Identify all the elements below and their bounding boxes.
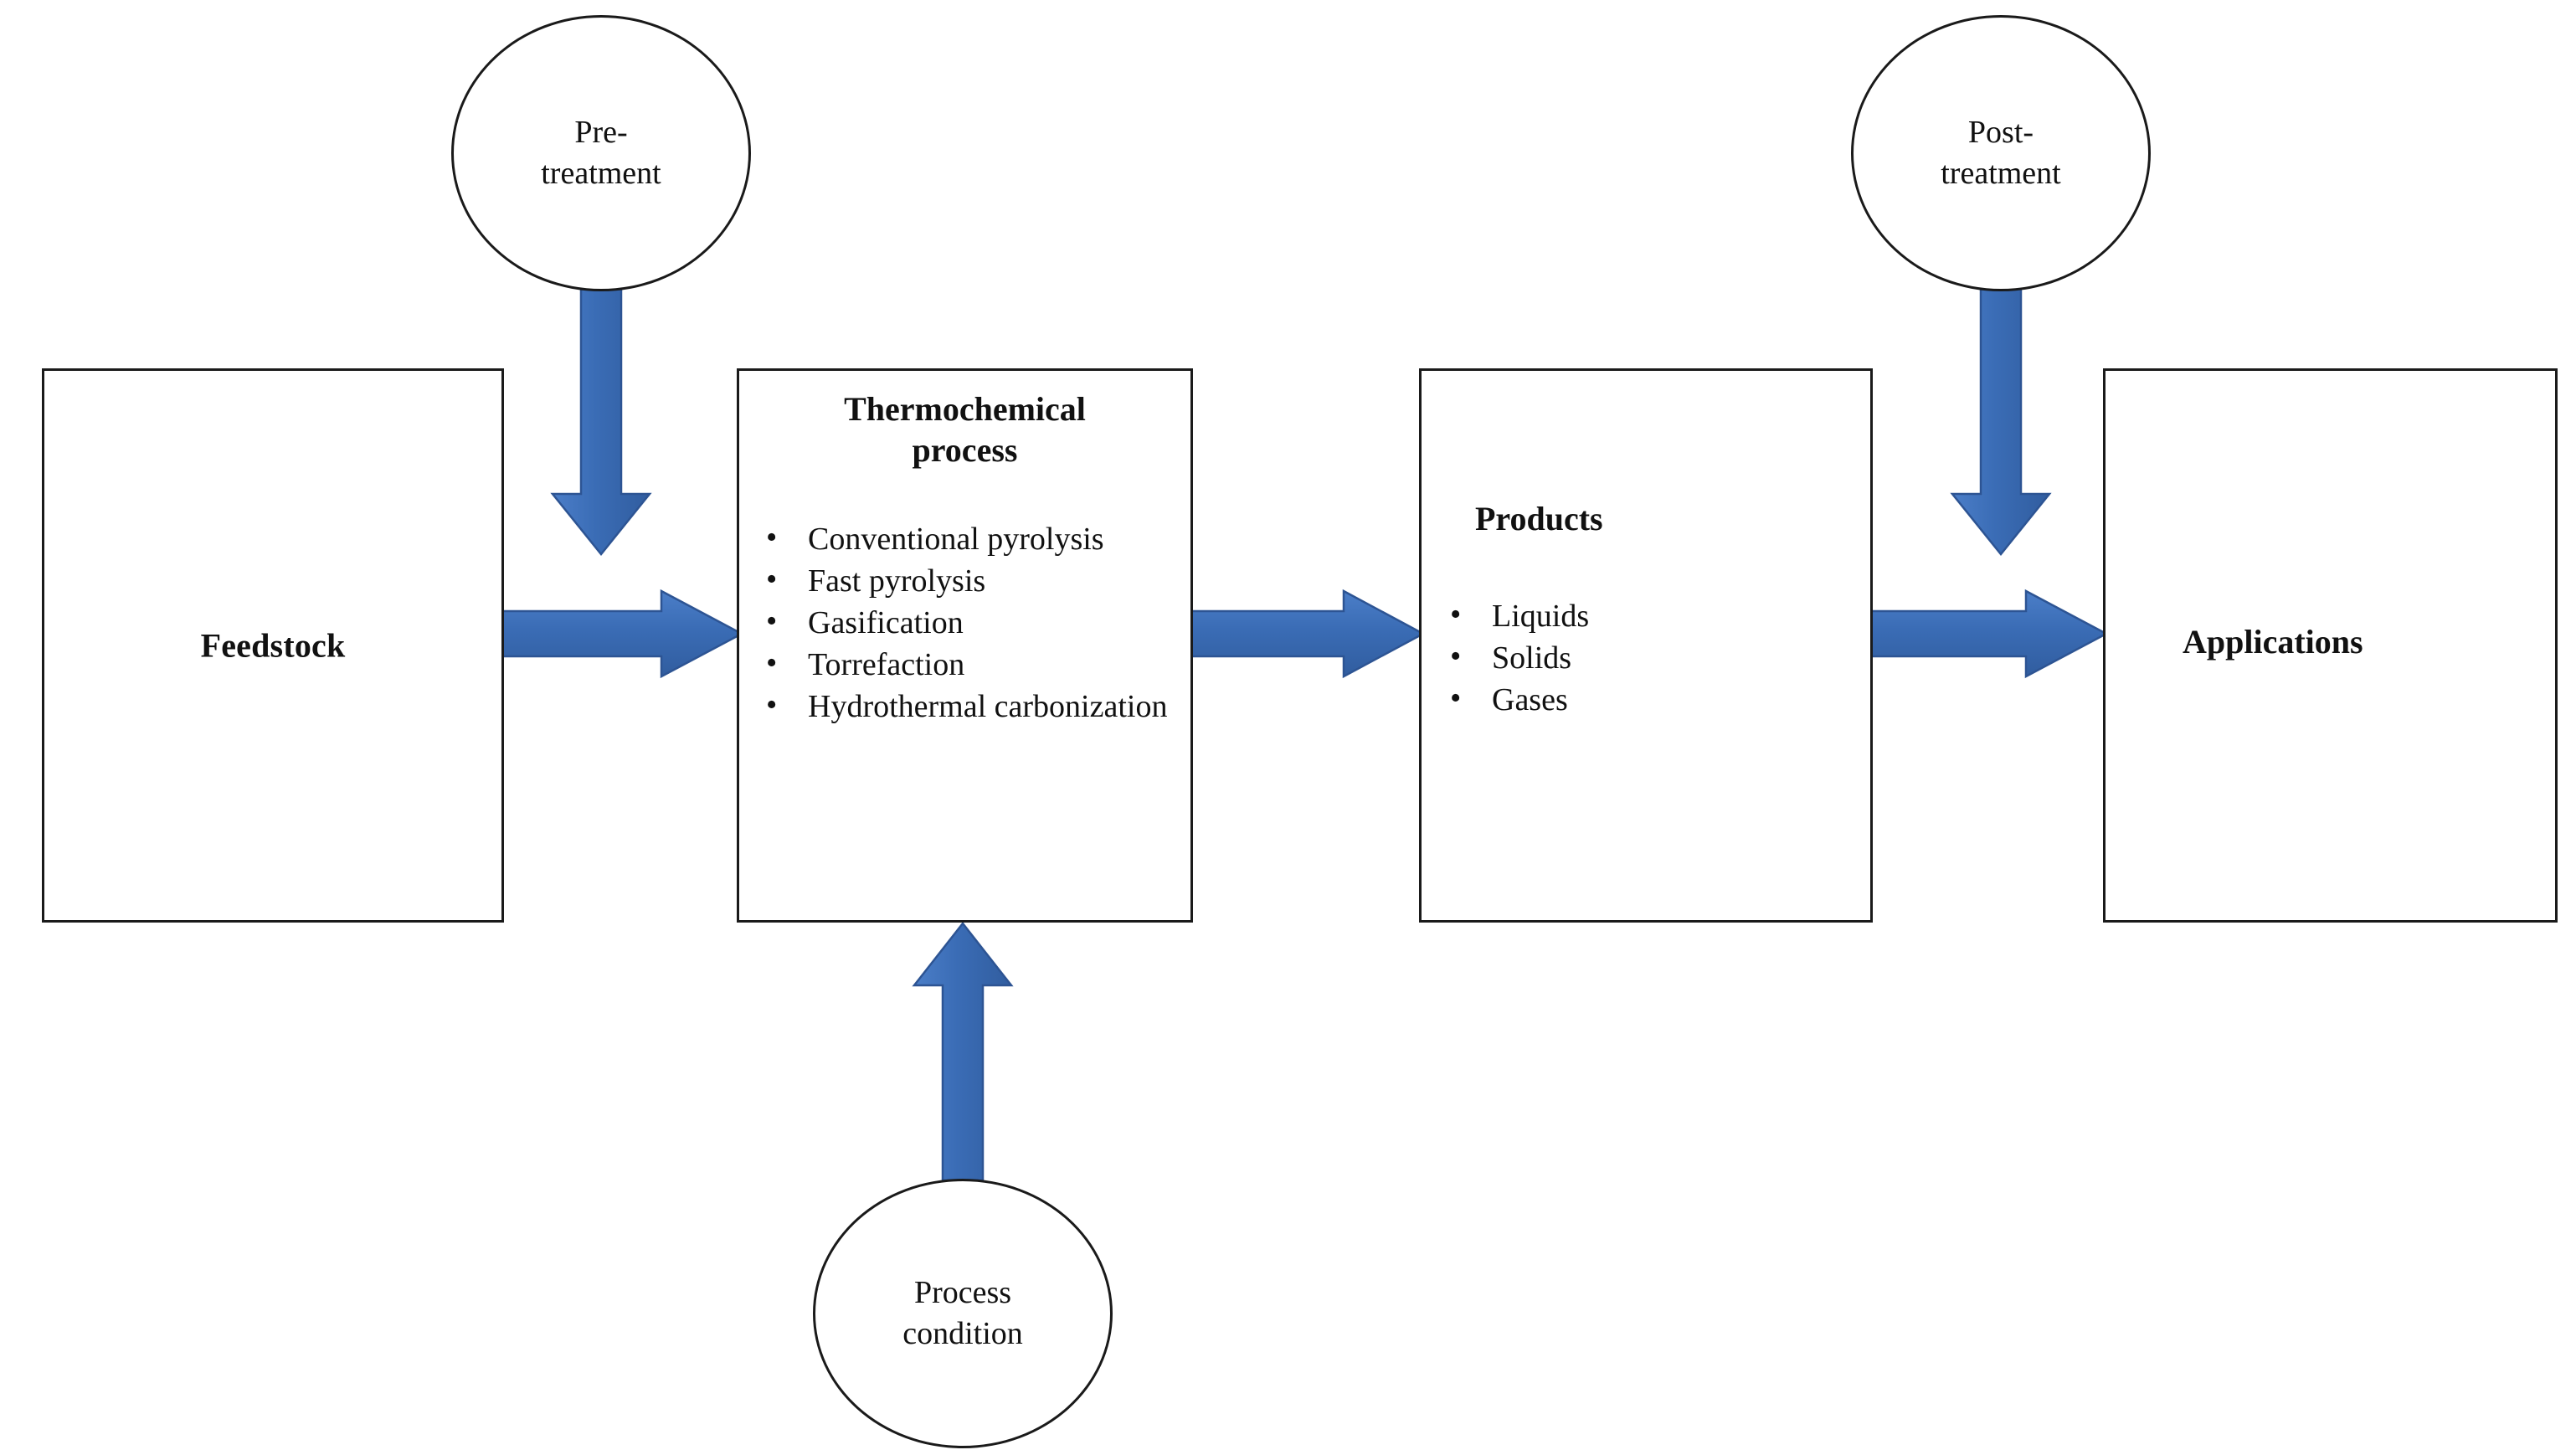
pre-treatment-circle[interactable]: Pre- treatment	[451, 15, 751, 291]
process-condition-line2: condition	[902, 1316, 1023, 1351]
arrow-processcondition-up	[912, 921, 1014, 1182]
thermochemical-title: Thermochemical process	[751, 389, 1179, 471]
list-item[interactable]: Gasification	[759, 602, 1182, 644]
products-title: Products	[1475, 500, 1603, 537]
thermochemical-title-line1: Thermochemical	[844, 390, 1086, 428]
list-item[interactable]: Solids	[1443, 637, 1589, 679]
pre-treatment-line2: treatment	[541, 156, 661, 191]
products-box[interactable]: Products Liquids Solids Gases	[1419, 368, 1873, 923]
arrow-posttreatment-down	[1950, 281, 2052, 556]
arrow-thermochemical-to-products	[1190, 589, 1426, 679]
thermochemical-title-line2: process	[912, 430, 1018, 469]
list-item[interactable]: Hydrothermal carbonization	[759, 686, 1182, 728]
pre-treatment-label: Pre- treatment	[526, 112, 676, 195]
process-condition-label: Process condition	[887, 1272, 1038, 1355]
post-treatment-circle[interactable]: Post- treatment	[1851, 15, 2151, 291]
post-treatment-label: Post- treatment	[1926, 112, 2075, 195]
list-item[interactable]: Gases	[1443, 679, 1589, 721]
thermochemical-process-box[interactable]: Thermochemical process Conventional pyro…	[737, 368, 1193, 923]
applications-box[interactable]: Applications	[2103, 368, 2558, 923]
process-condition-line1: Process	[913, 1274, 1012, 1310]
thermochemical-process-list: Conventional pyrolysis Fast pyrolysis Ga…	[759, 518, 1182, 728]
products-list: Liquids Solids Gases	[1443, 595, 1589, 722]
applications-label: Applications	[2183, 623, 2363, 661]
list-item[interactable]: Fast pyrolysis	[759, 560, 1182, 602]
list-item[interactable]: Liquids	[1443, 595, 1589, 637]
list-item[interactable]: Torrefaction	[759, 644, 1182, 686]
process-condition-circle[interactable]: Process condition	[813, 1179, 1113, 1448]
list-item[interactable]: Conventional pyrolysis	[759, 518, 1182, 560]
feedstock-label: Feedstock	[200, 626, 346, 665]
post-treatment-line2: treatment	[1941, 156, 2061, 191]
arrow-pretreatment-down	[550, 281, 652, 556]
arrow-products-to-applications	[1868, 589, 2109, 679]
post-treatment-line1: Post-	[1967, 114, 2034, 150]
pre-treatment-line1: Pre-	[574, 114, 628, 150]
arrow-feedstock-to-thermochemical	[499, 589, 744, 679]
feedstock-box[interactable]: Feedstock	[42, 368, 504, 923]
